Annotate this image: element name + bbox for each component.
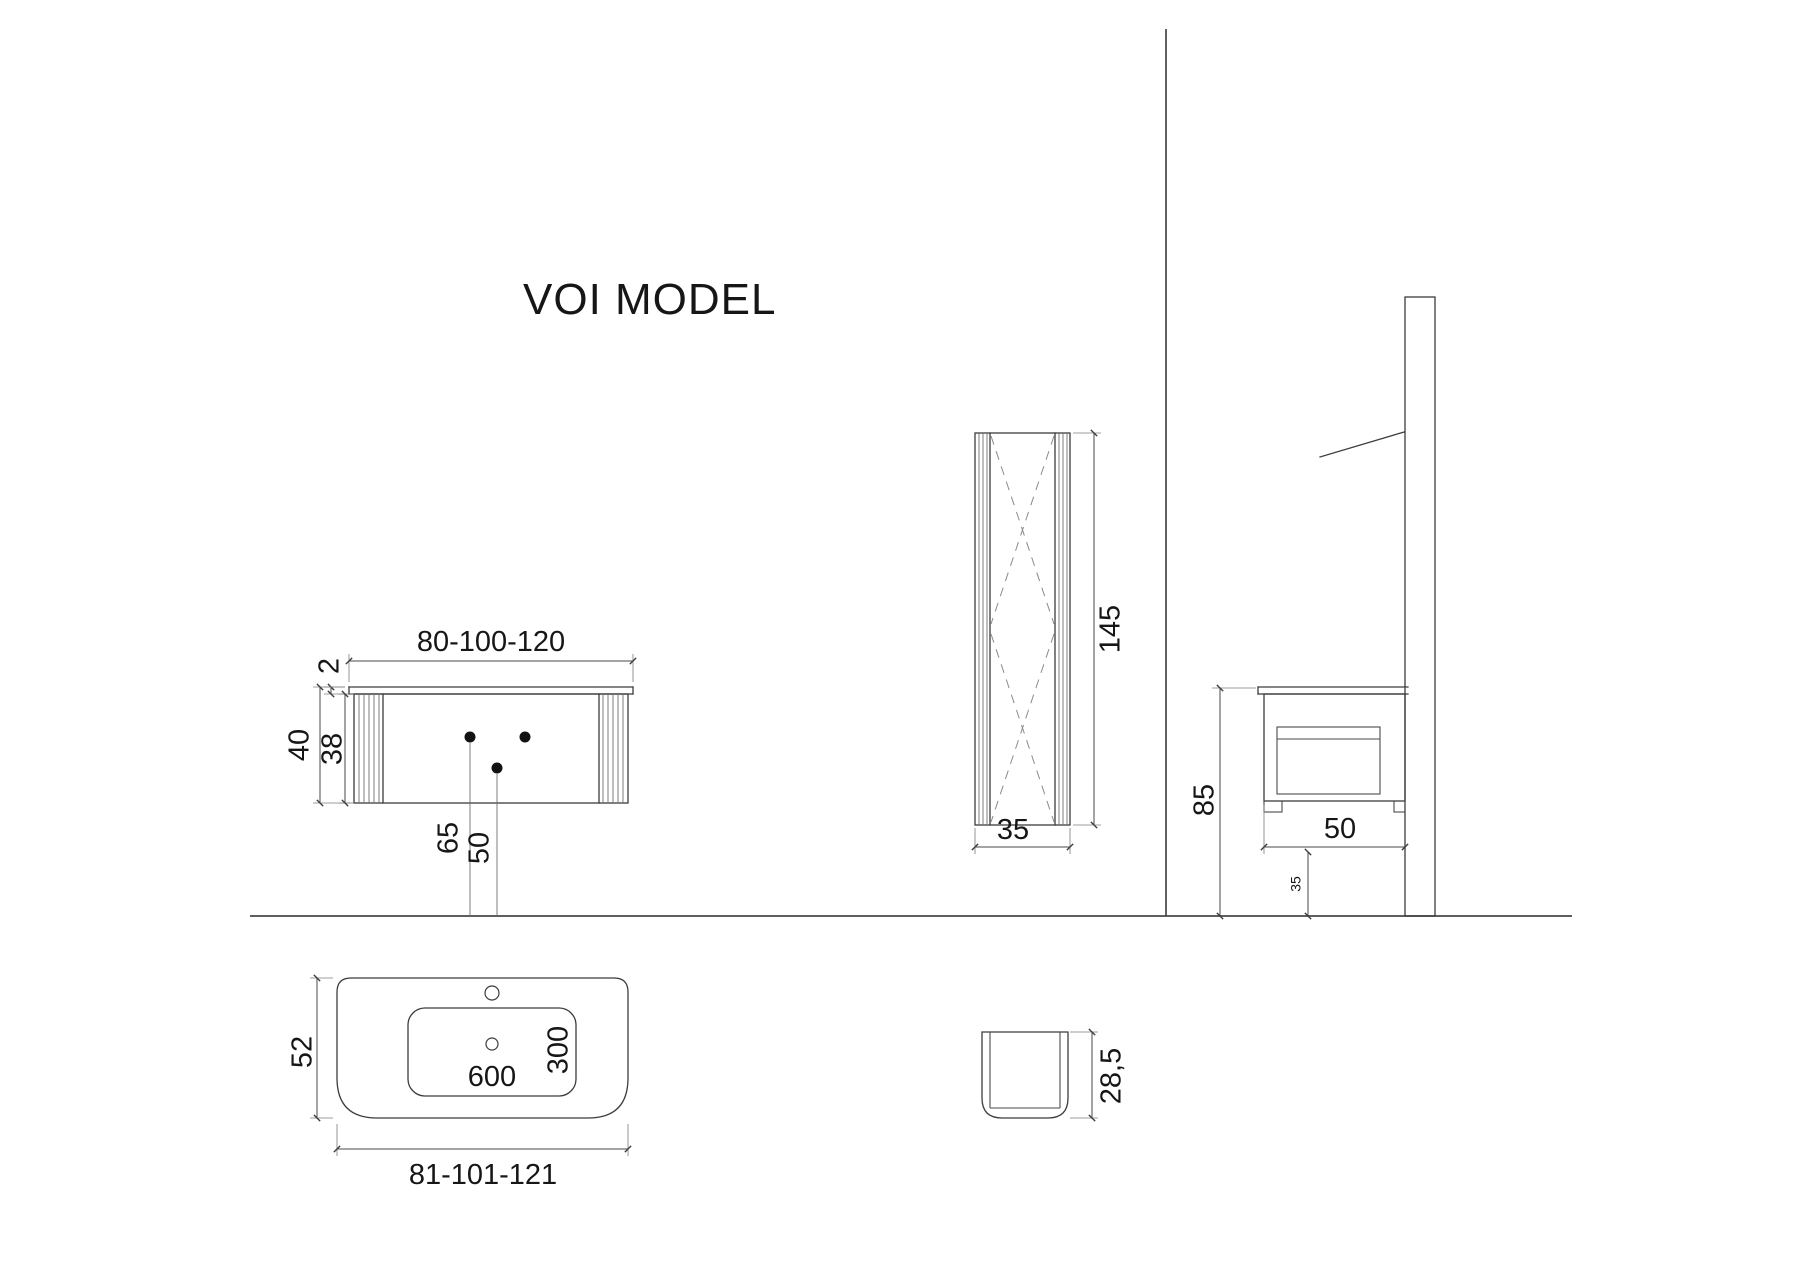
dim-worktop-height: 85	[1189, 684, 1256, 920]
dim-side-depth: 50	[1260, 805, 1409, 854]
dim-label-tall-cabinet-width: 35	[997, 814, 1029, 846]
right-fluted-strip	[598, 693, 624, 804]
tall-cabinet-front-view: 145 35	[971, 429, 1127, 854]
dim-label-worktop-height: 85	[1189, 784, 1221, 816]
drawer-detail	[1276, 726, 1381, 795]
dim-label-basin-width-range: 81-101-121	[409, 1159, 557, 1191]
drain-hole	[491, 762, 503, 774]
drawing-title: VOI MODEL	[523, 275, 777, 324]
dim-tall-cabinet-height: 145	[1073, 429, 1127, 829]
dim-label-bowl-depth: 300	[543, 1026, 575, 1074]
dim-basin-depth: 52	[287, 974, 333, 1122]
cabinet-feet	[1263, 800, 1406, 813]
faucet-hole-right	[519, 731, 531, 743]
countertop	[348, 686, 634, 695]
dim-width-range: 80-100-120	[345, 626, 637, 682]
dim-label-basin-depth: 52	[287, 1036, 319, 1068]
dim-total-height: 40	[284, 683, 350, 807]
overflow-hole-top-view	[485, 1037, 499, 1051]
dim-label-width-range: 80-100-120	[417, 626, 565, 658]
vanity-front-view: 80-100-120 2 40 38 65	[284, 626, 637, 916]
basin-outer-rim	[336, 977, 629, 1119]
washbasin-top-view: 52 600 300 81-101-121	[287, 974, 632, 1191]
dim-label-profile-height: 28,5	[1096, 1048, 1128, 1104]
faucet-hole-left	[464, 731, 476, 743]
dim-label-bowl-width: 600	[468, 1061, 516, 1093]
dim-label-tall-cabinet-height: 145	[1095, 605, 1127, 653]
dim-drain-height: 50	[464, 774, 498, 916]
tall-cabinet-left-strip	[978, 433, 988, 825]
dim-label-total-height: 40	[284, 729, 316, 761]
cabinet-body	[353, 693, 629, 804]
basin-bowl	[407, 1007, 577, 1097]
dim-basin-width-range: 81-101-121	[333, 1124, 632, 1191]
dim-label-drain-height: 50	[464, 832, 496, 864]
tall-cabinet-right-strip	[1058, 433, 1068, 825]
dim-label-cabinet-height: 38	[317, 733, 349, 765]
mirror-edge-line	[1319, 431, 1405, 458]
left-fluted-strip	[358, 693, 384, 804]
dim-countertop-thickness: 2	[314, 658, 346, 698]
profile-outline	[981, 1031, 1069, 1119]
washbasin-side-profile: 28,5	[981, 1028, 1128, 1122]
side-view: 85 50 35	[1189, 296, 1436, 920]
dim-label-countertop-thickness: 2	[314, 658, 346, 674]
side-countertop	[1257, 686, 1409, 695]
faucet-hole-top-view	[484, 985, 500, 1001]
tall-cabinet-body	[974, 432, 1071, 826]
dim-faucet-height: 65	[433, 743, 471, 916]
door-swing-marks	[990, 435, 1055, 823]
side-cabinet-body	[1263, 693, 1406, 802]
dim-label-bottom-clearance: 35	[1288, 876, 1304, 892]
dim-bottom-clearance: 35	[1288, 848, 1312, 920]
dim-cabinet-height: 38	[317, 690, 354, 807]
dim-label-side-depth: 50	[1324, 813, 1356, 845]
dim-label-faucet-height: 65	[433, 822, 465, 854]
dim-tall-cabinet-width: 35	[971, 814, 1074, 854]
side-panel-column	[1404, 296, 1436, 917]
dim-profile-height: 28,5	[1070, 1028, 1128, 1122]
